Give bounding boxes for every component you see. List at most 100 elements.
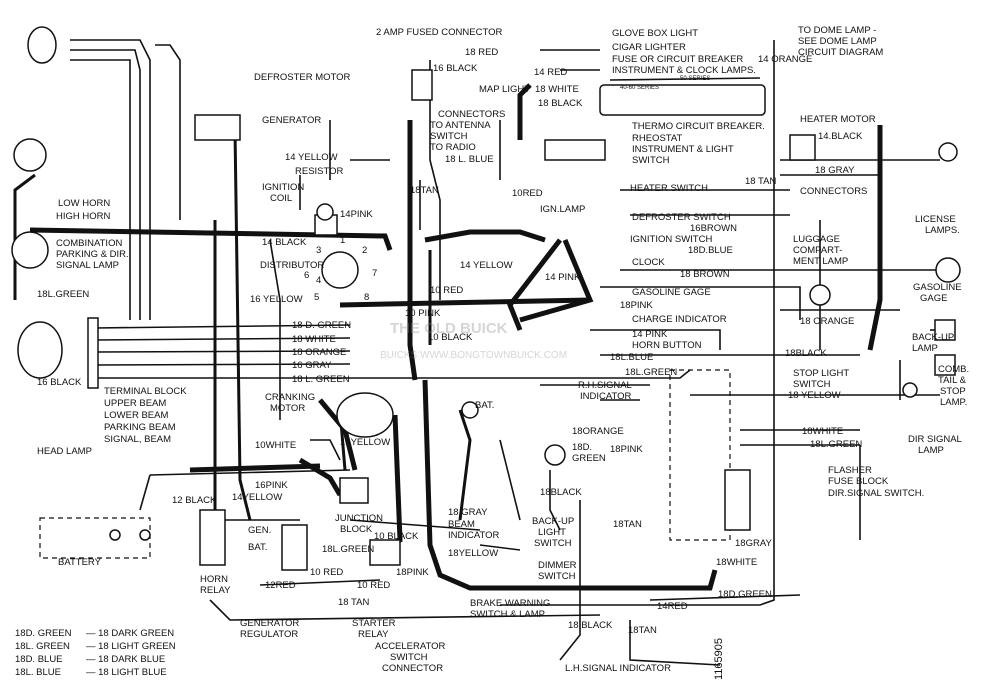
label-dome2: SEE DOME LAMP <box>798 36 877 47</box>
label-rh-signal2: INDICATOR <box>580 391 632 402</box>
label-dir-signal-lamp1: DIR SIGNAL <box>908 434 962 445</box>
label-starter1: STARTER <box>352 618 396 629</box>
legend-full: — 18 DARK GREEN <box>86 628 174 639</box>
label-cranking2: MOTOR <box>270 403 305 414</box>
label-clock: CLOCK <box>632 257 665 268</box>
label-stop-sw1: STOP LIGHT <box>793 368 849 379</box>
label-connectors1: CONNECTORS <box>438 109 505 120</box>
label-rh-signal1: R.H.SIGNAL <box>578 380 632 391</box>
instrument-lamps <box>599 84 766 116</box>
label-18gray-top: 18 GRAY <box>815 165 855 176</box>
label-18yellow-r: 18 YELLOW <box>788 390 841 401</box>
label-14pink: 14PINK <box>340 209 373 220</box>
label-18dblue-r: 18D.BLUE <box>688 245 733 256</box>
heater-motor <box>789 134 816 161</box>
label-backup-sw3: SWITCH <box>534 538 572 549</box>
label-junction1: JUNCTION <box>335 513 383 524</box>
watermark-line1: THE OLD BUICK <box>390 320 508 337</box>
horn-top-left <box>27 26 57 64</box>
label-18pink-mid: 18PINK <box>610 444 643 455</box>
label-18orange-r: 18 ORANGE <box>800 316 854 327</box>
label-16black-l: 16 BLACK <box>37 377 82 388</box>
label-10black: 10 BLACK <box>428 332 473 343</box>
label-instr-clock: INSTRUMENT & CLOCK LAMPS. <box>612 65 756 76</box>
label-green: GREEN <box>572 453 606 464</box>
label-luggage3: MENT LAMP <box>793 256 848 267</box>
label-dir-signal-sw: DIR.SIGNAL SWITCH. <box>828 488 924 499</box>
label-bat: BAT. <box>248 542 267 553</box>
label-generator: GENERATOR <box>262 115 321 126</box>
components <box>11 26 961 571</box>
label-defroster-motor: DEFROSTER MOTOR <box>254 72 351 83</box>
label-18lblue: 18 L. BLUE <box>445 154 494 165</box>
label-18orange: 18 ORANGE <box>292 347 346 358</box>
label-lh-signal: L.H.SIGNAL INDICATOR <box>565 663 671 674</box>
gasoline-gage-tank <box>935 257 961 283</box>
dist-num-6: 6 <box>304 270 309 281</box>
combination-lamp <box>11 231 49 269</box>
resistor <box>316 203 334 221</box>
generator-regulator <box>281 524 308 571</box>
label-low-horn: LOW HORN <box>58 198 110 209</box>
label-distributor: DISTRIBUTOR <box>260 260 324 271</box>
horn-relay <box>199 509 226 566</box>
label-dimmer1: DIMMER <box>538 560 577 571</box>
label-fuse-block: FUSE BLOCK <box>828 476 889 487</box>
thin-wires <box>70 39 940 666</box>
label-luggage1: LUGGAGE <box>793 234 840 245</box>
label-thermo-cb: THERMO CIRCUIT BREAKER. <box>632 121 765 132</box>
label-license1: LICENSE <box>915 214 956 225</box>
legend-full: — 18 LIGHT GREEN <box>86 641 176 652</box>
label-comb-tail3: STOP <box>940 386 966 397</box>
label-rheostat: RHEOSTAT <box>632 133 683 144</box>
label-16yellow: 16 YELLOW <box>250 294 303 305</box>
junction-block <box>339 477 369 504</box>
label-cranking1: CRANKING <box>265 392 315 403</box>
label-ign-coil1: IGNITION <box>262 182 304 193</box>
label-backup-lamp2: LAMP <box>912 343 938 354</box>
label-14red-bot: 14RED <box>657 601 688 612</box>
label-10red-bot: 10 RED <box>357 580 390 591</box>
label-instr-light-sw1: INSTRUMENT & LIGHT <box>632 144 734 155</box>
license-lamp <box>938 142 958 162</box>
label-18pink-low: 18PINK <box>396 567 429 578</box>
luggage-lamp <box>809 284 831 306</box>
label-10red-low: 10 RED <box>310 567 343 578</box>
battery <box>39 517 151 559</box>
head-lamp <box>17 321 63 379</box>
label-18gray-low: 18 GRAY <box>448 507 488 518</box>
label-map-light: MAP LIGHT <box>479 84 530 95</box>
label-18lgreen-low: 18L.GREEN <box>322 544 374 555</box>
dir-signal-switch <box>724 469 751 531</box>
legend-abbr: 18L. BLUE <box>15 667 61 678</box>
comb-tail-lamp <box>934 354 956 376</box>
label-16pink: 16PINK <box>255 480 288 491</box>
label-18tan-mid2: 18TAN <box>613 519 642 530</box>
label-gas-gage-r2: GAGE <box>920 293 947 304</box>
label-charge-ind: CHARGE INDICATOR <box>632 314 727 325</box>
fuse-block <box>669 369 731 541</box>
label-instr-light-sw2: SWITCH <box>632 155 670 166</box>
bat-terminal <box>461 401 479 419</box>
label-14pink-mid: 14 PINK <box>545 272 581 283</box>
label-dimmer2: SWITCH <box>538 571 576 582</box>
label-gen-reg1: GENERATOR <box>240 618 299 629</box>
label-18tan-mid: 18TAN <box>410 185 439 196</box>
label-brake1: BRAKE WARNING <box>470 598 550 609</box>
starter-relay <box>369 539 401 566</box>
label-dome1: TO DOME LAMP - <box>798 25 876 36</box>
instrument-switch <box>544 139 606 161</box>
label-ign-coil2: COIL <box>270 193 292 204</box>
cranking-motor <box>336 392 394 438</box>
label-18yellow-low: 18YELLOW <box>448 548 498 559</box>
label-defroster-sw: DEFROSTER SWITCH <box>632 212 731 223</box>
label-16yellow-c: 16YELLOW <box>340 437 390 448</box>
label-14yellow-mid: 14 YELLOW <box>460 260 513 271</box>
label-14orange: 14 ORANGE <box>758 54 812 65</box>
label-backup-sw2: LIGHT <box>538 527 566 538</box>
label-junction2: BLOCK <box>340 524 373 535</box>
label-comb-tail2: TAIL & <box>938 375 967 386</box>
legend-full: — 18 LIGHT BLUE <box>86 667 167 678</box>
label-14black: 14 BLACK <box>262 237 307 248</box>
